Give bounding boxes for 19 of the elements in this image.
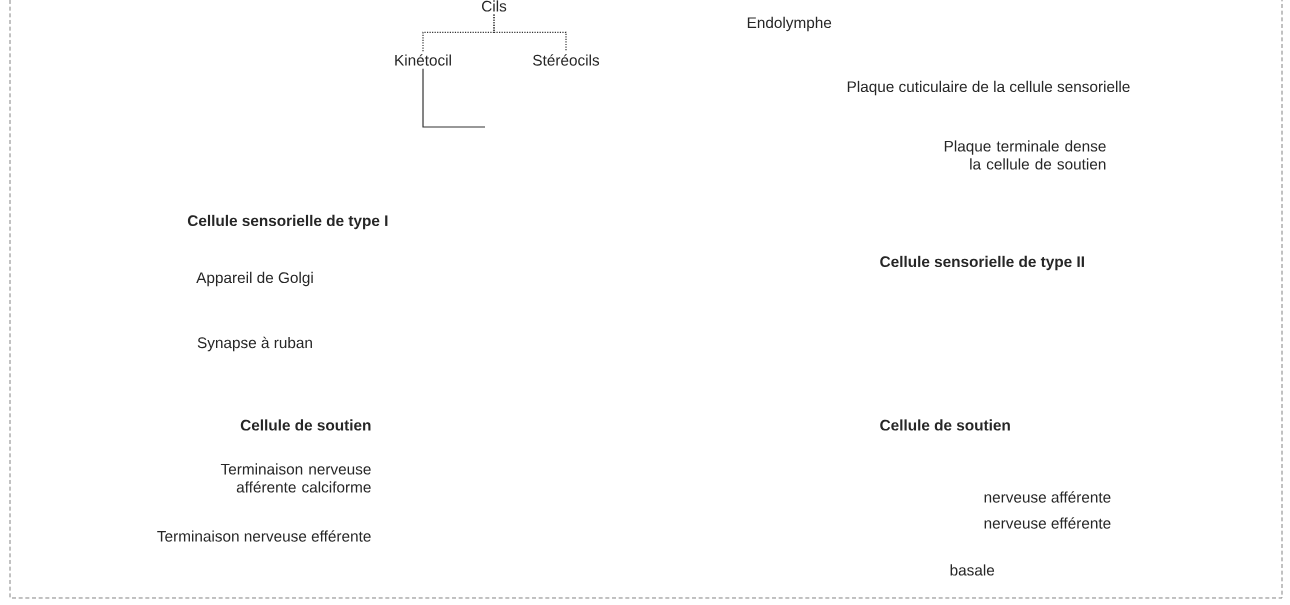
node-label: Kinétocil <box>395 54 451 66</box>
label: Appareil de Golgi <box>196 271 313 287</box>
label: basale <box>950 564 995 576</box>
bracket-line <box>493 13 567 52</box>
node-label: Stéréocils <box>533 54 600 66</box>
label: Cellule de soutien <box>240 419 371 431</box>
label: Plaque cuticulaire de la cellule sensorielle <box>847 80 1130 96</box>
label: Synapse à ruban <box>197 336 312 352</box>
label: Terminaison nerveuse efférente <box>157 530 371 542</box>
label: Endolymphe <box>747 16 832 32</box>
label: Cellule sensorielle de type I <box>187 214 388 230</box>
label: Cellule sensorielle de type II <box>880 255 1084 271</box>
label: nerveuse efférente <box>984 517 1111 529</box>
label: Plaque terminale dense la cellule de soutien <box>944 140 1106 170</box>
node-label: Cils <box>482 0 507 12</box>
leader-line <box>422 68 486 128</box>
label: Cellule de soutien <box>880 419 1010 431</box>
label: nerveuse afférente <box>984 491 1111 503</box>
label: Terminaison nerveuse afférente calciforme <box>220 463 371 493</box>
